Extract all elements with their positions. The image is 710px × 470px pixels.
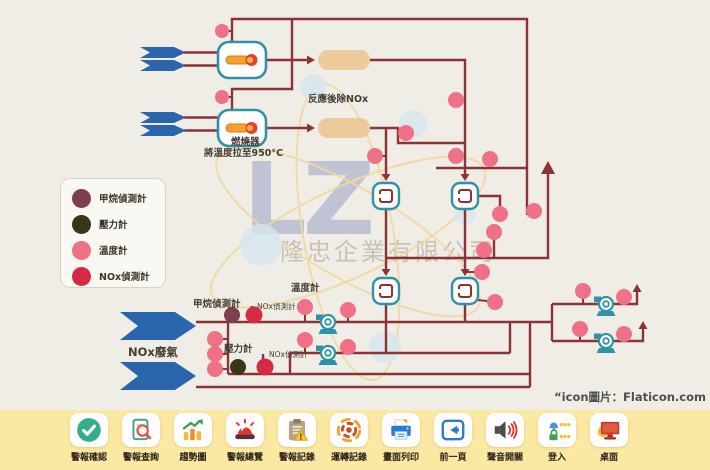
burner-name-label: 燃燒器 — [231, 137, 260, 148]
pink-sensor — [572, 321, 588, 341]
temperature-sensor-dot — [72, 240, 91, 260]
pink-sensor — [526, 203, 542, 219]
desktop-icon — [590, 413, 628, 447]
pink-sensor — [207, 361, 228, 377]
heat-exchanger — [371, 276, 401, 306]
pink-sensor — [215, 90, 232, 104]
pump — [314, 313, 339, 336]
process-pipe-network — [184, 17, 645, 389]
methane-sensor-dot — [72, 188, 91, 208]
check-icon — [70, 413, 108, 447]
pink-sensor — [476, 242, 492, 258]
button-previous-page[interactable]: 前一頁 — [434, 413, 472, 463]
button-alarm-confirm[interactable]: 警報確認 — [70, 413, 108, 463]
pink-sensor — [616, 289, 632, 305]
legend-item-methane: 甲烷偵測計 — [72, 185, 165, 211]
button-trend-chart[interactable]: 趨勢圖 — [174, 413, 212, 463]
burner-1 — [216, 40, 268, 80]
legend-item-temperature: 溫度計 — [72, 237, 165, 263]
button-alarm-overview[interactable]: 警報總覽 — [226, 413, 264, 463]
flow-arrowheads — [307, 55, 648, 329]
pink-sensor — [340, 339, 356, 355]
pink-sensor — [616, 326, 632, 342]
reactor-vessel-1 — [318, 50, 370, 70]
siren-icon — [226, 413, 264, 447]
button-print-screen[interactable]: 畫面列印 — [382, 413, 420, 463]
legend-item-nox: NOx偵測計 — [72, 263, 165, 289]
button-alarm-query[interactable]: 警報查詢 — [122, 413, 160, 463]
legend-item-pressure: 壓力計 — [72, 211, 165, 237]
reactor-label: 反應後除NOx — [308, 94, 369, 105]
pink-sensor — [215, 24, 232, 38]
nox-gas-inlet-arrow — [120, 362, 196, 390]
gas-inlet-arrow — [140, 47, 186, 58]
gear-rings-icon — [330, 413, 368, 447]
trend-chart-icon — [174, 413, 212, 447]
button-alarm-log[interactable]: 警報記錄 — [278, 413, 316, 463]
gas-inlet-arrow — [140, 60, 186, 71]
atom-decoration — [209, 74, 487, 381]
doc-search-icon — [122, 413, 160, 447]
pink-sensor — [448, 92, 465, 108]
pink-sensor — [367, 148, 386, 164]
icon-credit: “icon圖片：Flaticon.com — [554, 390, 706, 404]
toolbar: 警報確認 警報查詢 趨勢圖 警報總覽 警報記錄 — [0, 410, 710, 470]
pink-sensor — [448, 148, 465, 164]
red-sensor — [245, 306, 263, 324]
clipboard-warning-icon — [278, 413, 316, 447]
pressure-sensor-dot — [72, 214, 91, 234]
heat-exchanger — [371, 181, 401, 211]
methane-label: 甲烷偵測計 — [193, 299, 241, 310]
pink-sensor — [297, 299, 313, 322]
pink-sensor — [398, 125, 414, 141]
back-arrow-icon — [434, 413, 472, 447]
heat-exchanger — [450, 276, 480, 306]
pink-sensor — [477, 294, 503, 310]
pump — [592, 332, 617, 355]
gas-inlet-arrow — [140, 125, 186, 136]
button-sound-toggle[interactable]: 聲音開關 — [486, 413, 524, 463]
reactor-vessel-2 — [318, 118, 370, 138]
pink-sensor — [575, 283, 591, 304]
printer-icon — [382, 413, 420, 447]
nox-gas-inlet-arrow — [120, 312, 196, 340]
pink-sensor — [207, 331, 228, 347]
login-icon — [538, 413, 576, 447]
pump — [314, 344, 339, 367]
red-sensor — [256, 358, 274, 376]
nox-sensor-dot — [72, 266, 91, 286]
button-desktop[interactable]: 桌面 — [590, 413, 628, 463]
inlet-arrows — [120, 47, 196, 390]
gas-inlet-arrow — [140, 112, 186, 123]
legend: 甲烷偵測計 壓力計 溫度計 NOx偵測計 — [60, 178, 166, 288]
pink-sensor — [465, 264, 490, 280]
pink-sensor — [297, 332, 313, 353]
pink-sensor — [207, 346, 228, 362]
burner-desc-label: 將溫度拉至950°C — [204, 148, 284, 159]
pink-sensor — [492, 206, 508, 222]
pump — [592, 295, 617, 318]
nox-sensor-label-2: NOx偵測計 — [269, 350, 308, 359]
speaker-icon — [486, 413, 524, 447]
heat-exchanger — [450, 181, 480, 211]
maroon-sensor — [224, 307, 240, 323]
temperature-label: 溫度計 — [291, 283, 320, 294]
pressure-label: 壓力計 — [224, 344, 253, 355]
burner-2 — [216, 108, 268, 148]
button-operation-log[interactable]: 運轉記錄 — [330, 413, 368, 463]
olive-sensor — [230, 359, 246, 375]
pink-sensor — [482, 151, 498, 168]
pink-sensor — [340, 302, 356, 322]
pink-sensor — [486, 224, 502, 242]
nox-gas-label: NOx廢氣 — [128, 345, 178, 359]
process-diagram — [120, 17, 648, 390]
button-login[interactable]: 登入 — [538, 413, 576, 463]
nox-sensor-label-1: NOx偵測計 — [257, 302, 296, 311]
